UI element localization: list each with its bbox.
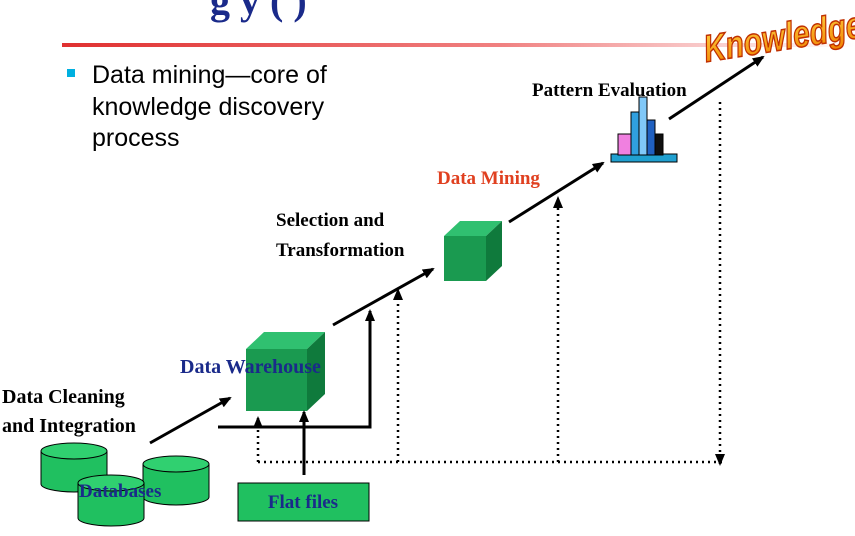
arrow-warehouse-to-selection xyxy=(218,309,375,429)
pattern-histogram-icon xyxy=(610,96,678,163)
arrow-to-pattern-evaluation xyxy=(508,161,605,224)
label-pattern-evaluation: Pattern Evaluation xyxy=(532,80,687,101)
label-data-warehouse: Data Warehouse xyxy=(180,356,321,378)
arrow-to-warehouse xyxy=(149,396,232,445)
bullet-line-1: Data mining—core of xyxy=(92,61,327,89)
feedback-loop-lines xyxy=(253,102,725,466)
label-selection-line1: Selection and xyxy=(276,210,385,231)
bullet-square-icon xyxy=(67,69,75,77)
data-warehouse-cube xyxy=(246,332,325,411)
flow-arrows xyxy=(149,55,765,475)
knowledge-badge: Knowledge xyxy=(700,4,855,72)
database-cylinder-2 xyxy=(142,455,210,506)
label-selection-line2: Transformation xyxy=(276,240,405,261)
data-mining-cube xyxy=(444,221,502,281)
label-cleaning-line1: Data Cleaning xyxy=(2,386,125,408)
arrow-to-data-mining xyxy=(332,267,435,327)
knowledge-text: Knowledge xyxy=(701,4,855,71)
label-databases: Databases xyxy=(79,481,161,502)
label-cleaning-line2: and Integration xyxy=(2,415,136,437)
arrow-to-knowledge xyxy=(668,55,765,121)
database-cylinders-icon xyxy=(40,442,210,527)
flat-files-box xyxy=(237,482,370,522)
label-data-mining: Data Mining xyxy=(437,168,540,189)
slide-title-fragment: g y ( ) xyxy=(210,0,307,23)
bullet-line-3: process xyxy=(92,124,180,152)
bullet-line-2: knowledge discovery xyxy=(92,93,325,121)
database-cylinder-3 xyxy=(77,474,145,527)
header-accent-line xyxy=(62,43,855,47)
label-flat-files: Flat files xyxy=(268,492,338,513)
